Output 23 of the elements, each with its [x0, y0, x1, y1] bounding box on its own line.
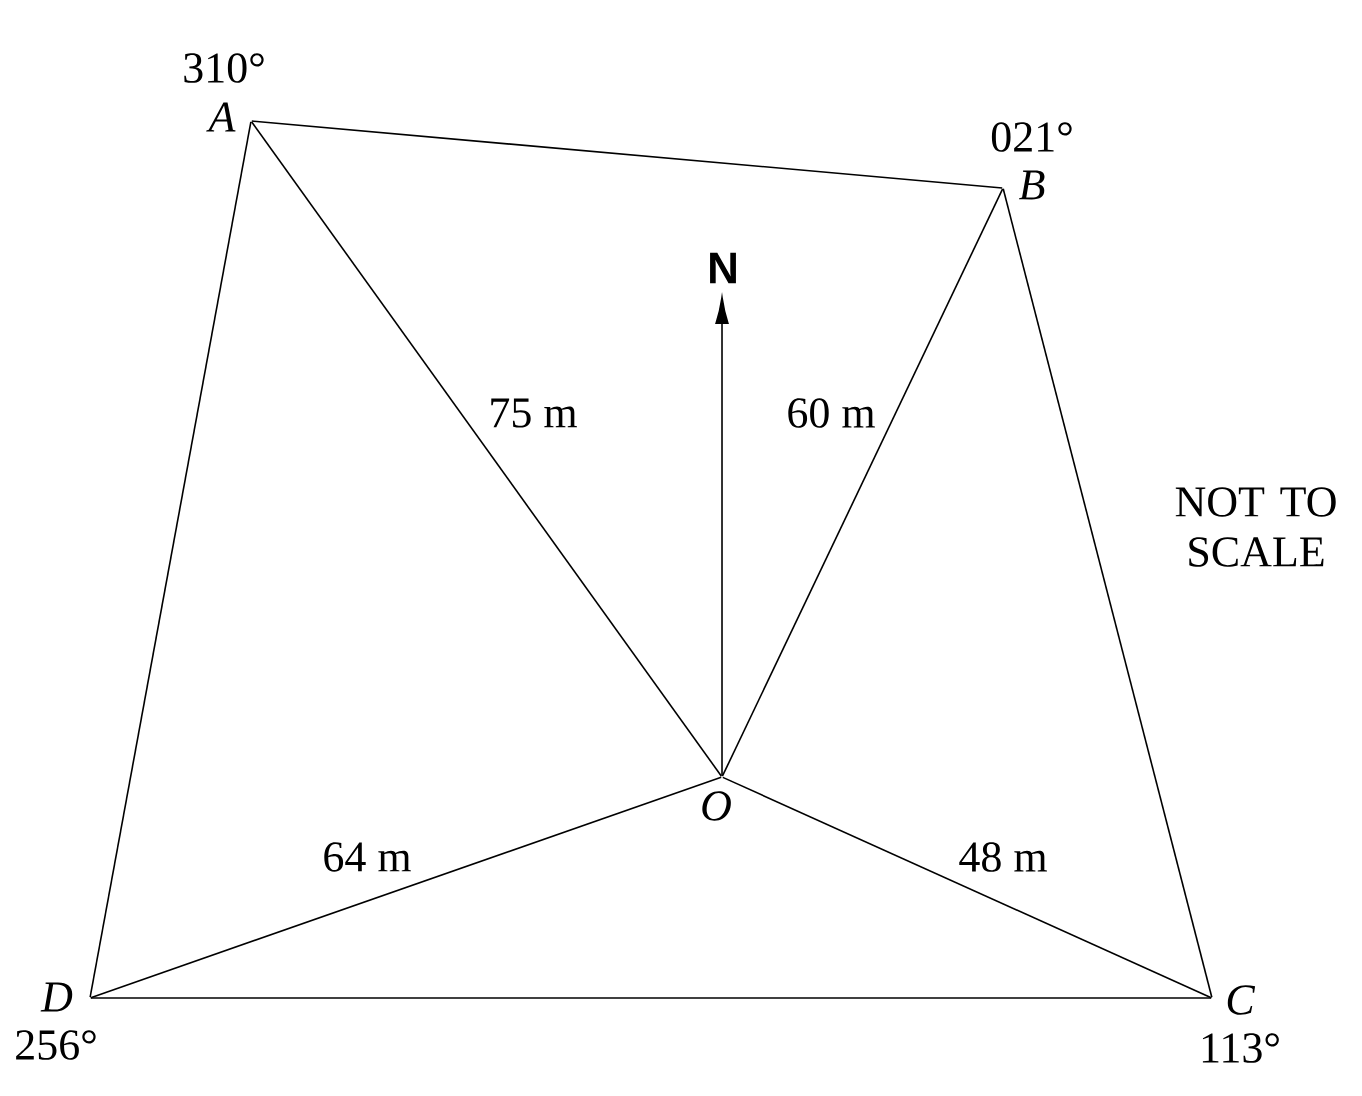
line-segment [90, 997, 1212, 999]
point-label: O [702, 791, 731, 821]
north-label: N [710, 252, 736, 284]
point-label: B [1019, 170, 1045, 200]
edge-label: 60 m [788, 398, 875, 428]
edge-label: 64 m [324, 842, 411, 872]
line-segment [1002, 188, 1213, 998]
line-segment [250, 121, 723, 777]
edge-label: 75 m [491, 398, 577, 428]
bearing-label: 256° [16, 1030, 96, 1060]
line-segment [89, 121, 252, 998]
line-segment [251, 120, 1003, 189]
edge-label: 48 m [959, 842, 1047, 872]
note: NOT TO SCALE [1175, 487, 1336, 567]
line-segment [90, 776, 722, 999]
point-label: C [1227, 985, 1256, 1015]
line-segment [721, 188, 1004, 777]
line-segment [722, 776, 1212, 999]
point-label: A [206, 102, 236, 132]
bearing-label: 113° [1202, 1033, 1279, 1063]
bearing-label: 310° [184, 53, 264, 83]
point-label: D [40, 982, 73, 1012]
bearing-label: 021° [991, 122, 1072, 152]
